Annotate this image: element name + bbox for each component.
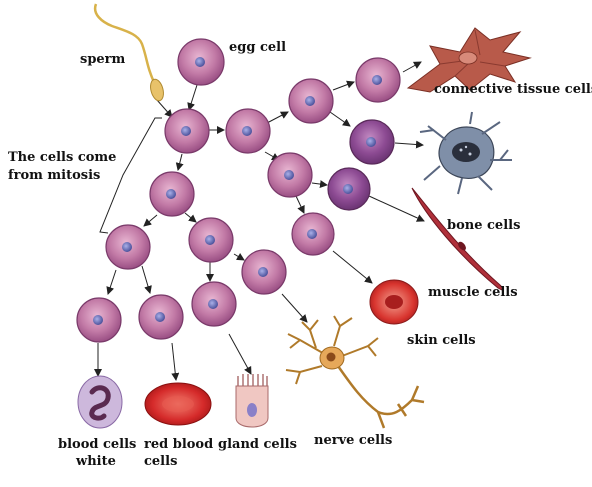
skin-cell-icon — [369, 279, 419, 325]
arrow — [175, 153, 184, 171]
cell — [225, 108, 271, 154]
egg-cell — [177, 38, 225, 86]
bone-cell-icon — [419, 111, 512, 195]
connective-tissue-label: connective tissue cells — [434, 82, 592, 97]
arrow — [266, 111, 289, 124]
muscle-cells-label: muscle cells — [428, 285, 518, 300]
arrow — [106, 269, 117, 295]
cell — [349, 119, 395, 165]
mitosis-label-line2: from mitosis — [8, 168, 101, 183]
arrow — [187, 84, 198, 111]
gland-cells-label: gland cells — [218, 437, 297, 452]
arrow — [329, 111, 351, 127]
white-blood-label-line1: blood cells — [58, 437, 137, 452]
muscle-cell-icon — [411, 187, 504, 291]
arrows — [94, 61, 425, 381]
arrow — [228, 333, 252, 375]
cell — [105, 224, 151, 270]
arrow — [402, 61, 422, 73]
arrow — [156, 99, 173, 118]
sperm-icon — [93, 3, 164, 102]
arrow — [171, 342, 180, 381]
arrow — [332, 80, 355, 91]
stem-cells — [76, 38, 401, 343]
cell — [138, 294, 184, 340]
connective-tissue-cell-icon — [406, 27, 532, 93]
cell — [188, 217, 234, 263]
red-blood-cell-icon — [144, 382, 212, 426]
cell — [76, 297, 122, 343]
arrow — [368, 195, 425, 222]
mitosis-bracket — [99, 117, 162, 234]
red-blood-label-line1: red blood — [144, 437, 214, 452]
arrow — [143, 214, 158, 227]
red-blood-label-line2: cells — [144, 454, 178, 469]
gland-cell-icon — [235, 374, 269, 428]
arrow — [394, 140, 424, 149]
cell — [291, 212, 335, 256]
cell — [191, 281, 237, 327]
arrow — [281, 293, 308, 323]
arrow — [233, 252, 245, 261]
cell — [327, 167, 371, 211]
cell — [149, 171, 195, 217]
white-blood-cell-icon — [77, 375, 123, 429]
cell — [241, 249, 287, 295]
sperm-label: sperm — [80, 52, 126, 67]
nerve-cell-icon — [285, 315, 425, 429]
cell — [355, 57, 401, 103]
arrow — [295, 195, 305, 214]
arrow — [311, 180, 328, 189]
arrow — [184, 212, 197, 223]
bone-cells-label: bone cells — [447, 218, 521, 233]
white-blood-label-line2: white — [76, 454, 116, 469]
arrow — [141, 265, 152, 294]
skin-cells-label: skin cells — [407, 333, 476, 348]
arrow — [332, 250, 373, 284]
cell — [267, 152, 313, 198]
egg-cell-label: egg cell — [229, 40, 287, 55]
nerve-cells-label: nerve cells — [314, 433, 393, 448]
cell — [164, 108, 210, 154]
mitosis-label-line1: The cells come — [8, 150, 117, 165]
cell — [288, 78, 334, 124]
